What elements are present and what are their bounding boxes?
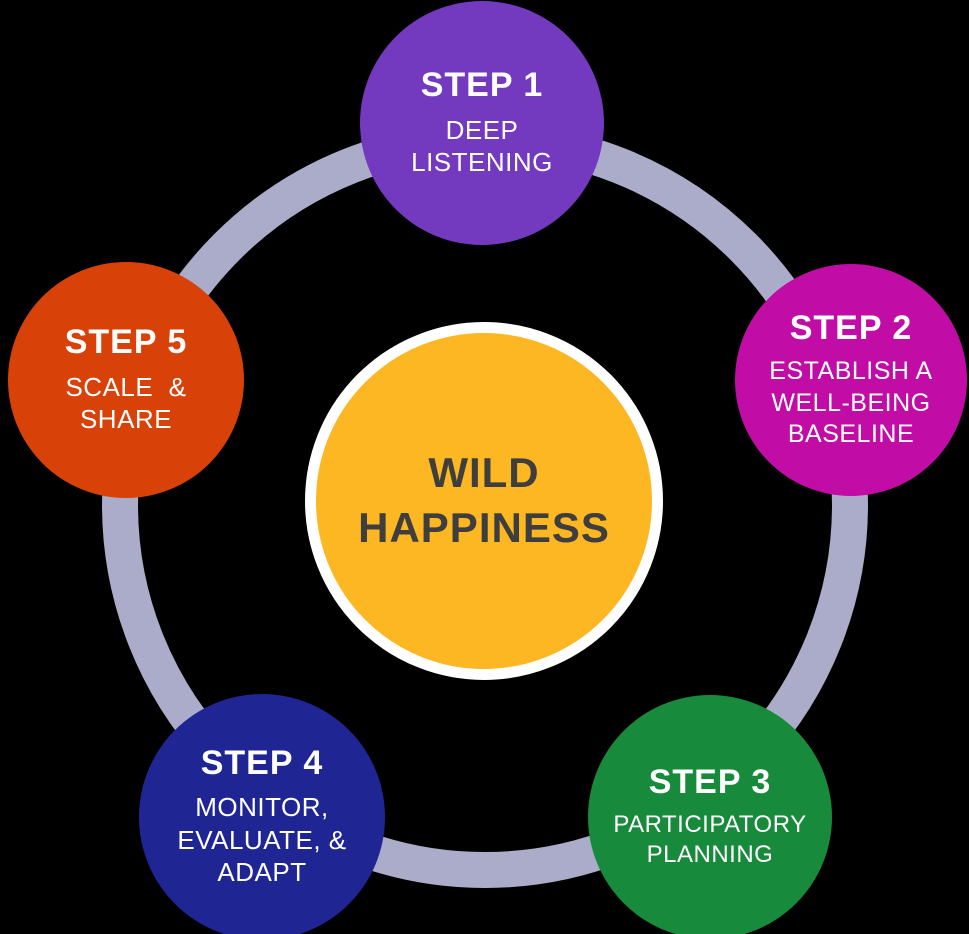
step-3-circle: STEP 3 PARTICIPATORY PLANNING — [588, 695, 832, 934]
step-2-circle: STEP 2 ESTABLISH A WELL-BEING BASELINE — [735, 264, 967, 496]
step-4-title: STEP 4 — [200, 744, 324, 783]
step-5-title: STEP 5 — [64, 323, 188, 362]
step-1-subtitle: DEEP LISTENING — [411, 114, 553, 178]
step-5-subtitle: SCALE & SHARE — [65, 371, 187, 435]
step-1-title: STEP 1 — [420, 66, 544, 105]
center-circle: WILD HAPPINESS — [305, 322, 663, 680]
step-5-circle: STEP 5 SCALE & SHARE — [8, 262, 244, 498]
step-4-subtitle: MONITOR, EVALUATE, & ADAPT — [177, 792, 347, 888]
center-label: WILD HAPPINESS — [358, 449, 610, 551]
step-2-subtitle: ESTABLISH A WELL-BEING BASELINE — [769, 357, 933, 448]
step-1-circle: STEP 1 DEEP LISTENING — [360, 1, 604, 245]
step-2-title: STEP 2 — [789, 308, 913, 347]
step-4-circle: STEP 4 MONITOR, EVALUATE, & ADAPT — [139, 694, 385, 934]
step-3-title: STEP 3 — [648, 762, 772, 801]
step-3-subtitle: PARTICIPATORY PLANNING — [613, 811, 807, 869]
